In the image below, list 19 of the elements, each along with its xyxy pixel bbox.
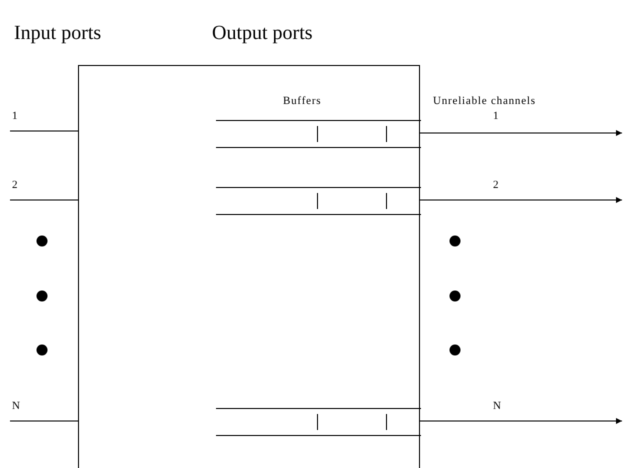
port-label: 1 bbox=[12, 110, 18, 122]
port-label: N bbox=[12, 400, 21, 412]
arrow bbox=[420, 130, 622, 136]
arrow bbox=[420, 418, 622, 424]
arrow bbox=[420, 197, 622, 203]
port-label: Unreliable channels bbox=[433, 95, 536, 107]
port-label: 2 bbox=[493, 179, 500, 191]
port-label: Buffers bbox=[283, 95, 322, 107]
heading: Input ports bbox=[14, 22, 102, 45]
buffer-queue bbox=[216, 187, 421, 215]
heading: Output ports bbox=[212, 22, 313, 45]
port-label: 2 bbox=[12, 179, 18, 191]
connector-line bbox=[10, 130, 78, 132]
buffer-queue bbox=[216, 408, 421, 436]
buffer-queue bbox=[216, 120, 421, 148]
port-label: N bbox=[493, 400, 502, 412]
port-label: 1 bbox=[493, 110, 500, 122]
connector-line bbox=[10, 420, 78, 422]
switch-box bbox=[78, 65, 420, 468]
